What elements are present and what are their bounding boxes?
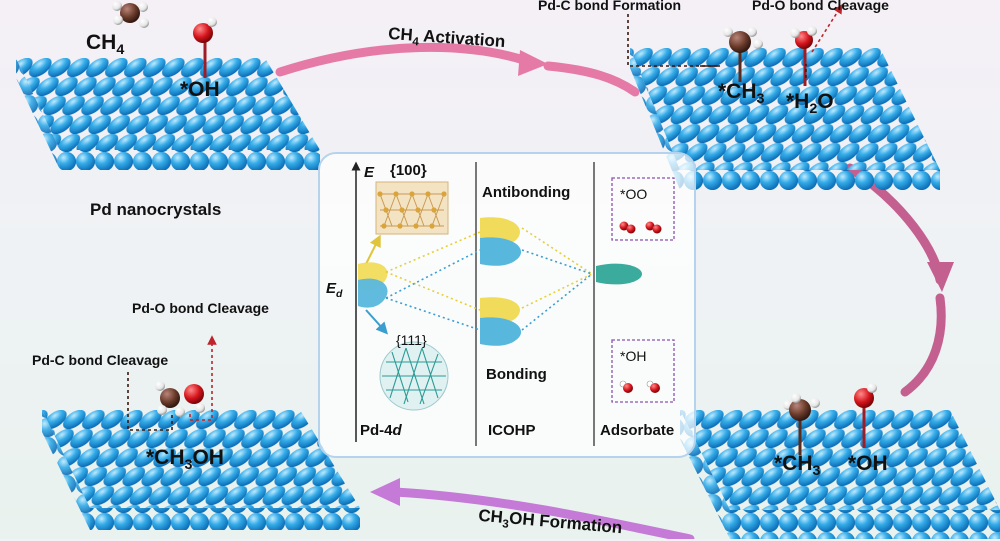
label-bonding: Bonding (486, 366, 547, 383)
label-ch4: CH4 (86, 31, 125, 59)
label-oh-panel: *OH (620, 348, 647, 364)
d-band-blue (358, 278, 388, 308)
label-pd-c-bond-cleavage: Pd-C bond Cleavage (32, 352, 169, 368)
oo-molecules (619, 221, 662, 234)
bond-callouts-bottom-left (127, 335, 217, 431)
hydroxyl-bottom-right (854, 383, 877, 448)
slab-bottom-right (680, 410, 1000, 539)
label-ch3oh: *CH3OH (146, 446, 224, 474)
label-d-band-center: Ed (326, 280, 343, 300)
label-h2o-top-right: *H2O (786, 90, 834, 118)
icohp-bonding-blue (480, 317, 522, 346)
label-oo: *OO (620, 186, 648, 202)
panel-graphics (351, 161, 675, 446)
methanol-bottom-left (155, 381, 205, 417)
adsorbate-orbital (596, 263, 642, 285)
icohp-antibonding-blue (480, 237, 522, 266)
slab-bottom-left (42, 410, 360, 530)
hydroxyl-top-left (193, 17, 217, 78)
label-pd-o-bond-cleavage-top: Pd-O bond Cleavage (752, 0, 889, 13)
column-label-adsorbate: Adsorbate (600, 422, 675, 439)
label-facet-100: {100} (390, 162, 427, 179)
label-oh-top-left: *OH (180, 78, 220, 101)
facet-100-lattice (375, 181, 449, 235)
methyl-bottom-right (783, 393, 820, 455)
column-label-icohp: ICOHP (488, 422, 536, 439)
box-oh (611, 339, 675, 403)
label-antibonding: Antibonding (482, 184, 571, 201)
methyl-top-right (723, 27, 763, 82)
axis-label-energy: E (364, 164, 375, 181)
electronic-structure-panel: E {100} Ed {111} Antibonding Bonding *OO… (318, 152, 696, 458)
label-ch3-bottom-right: *CH3 (774, 452, 821, 480)
methane-molecule (112, 1, 149, 28)
icohp-bonding-yellow (480, 297, 520, 324)
bond-callouts-top-right (627, 3, 843, 78)
cycle-arrow-right (845, 163, 954, 397)
label-pd-o-bond-cleavage-bottom: Pd-O bond Cleavage (132, 300, 269, 316)
box-oo (611, 177, 675, 241)
label-pd-c-bond-formation: Pd-C bond Formation (538, 0, 682, 13)
cycle-arrow-top (275, 42, 640, 97)
cycle-arrow-bottom (370, 478, 695, 539)
column-label-pd4d: Pd-4d (360, 422, 402, 439)
label-oh-bottom-right: *OH (848, 452, 888, 475)
label-ch3-top-right: *CH3 (718, 80, 765, 108)
water-top-right (790, 26, 817, 86)
caption-pd-nanocrystals: Pd nanocrystals (90, 200, 222, 219)
oh-molecules (619, 380, 660, 393)
facet-111-lattice (379, 341, 449, 411)
slab-top-left (16, 58, 320, 170)
label-facet-111: {111} (396, 332, 427, 348)
